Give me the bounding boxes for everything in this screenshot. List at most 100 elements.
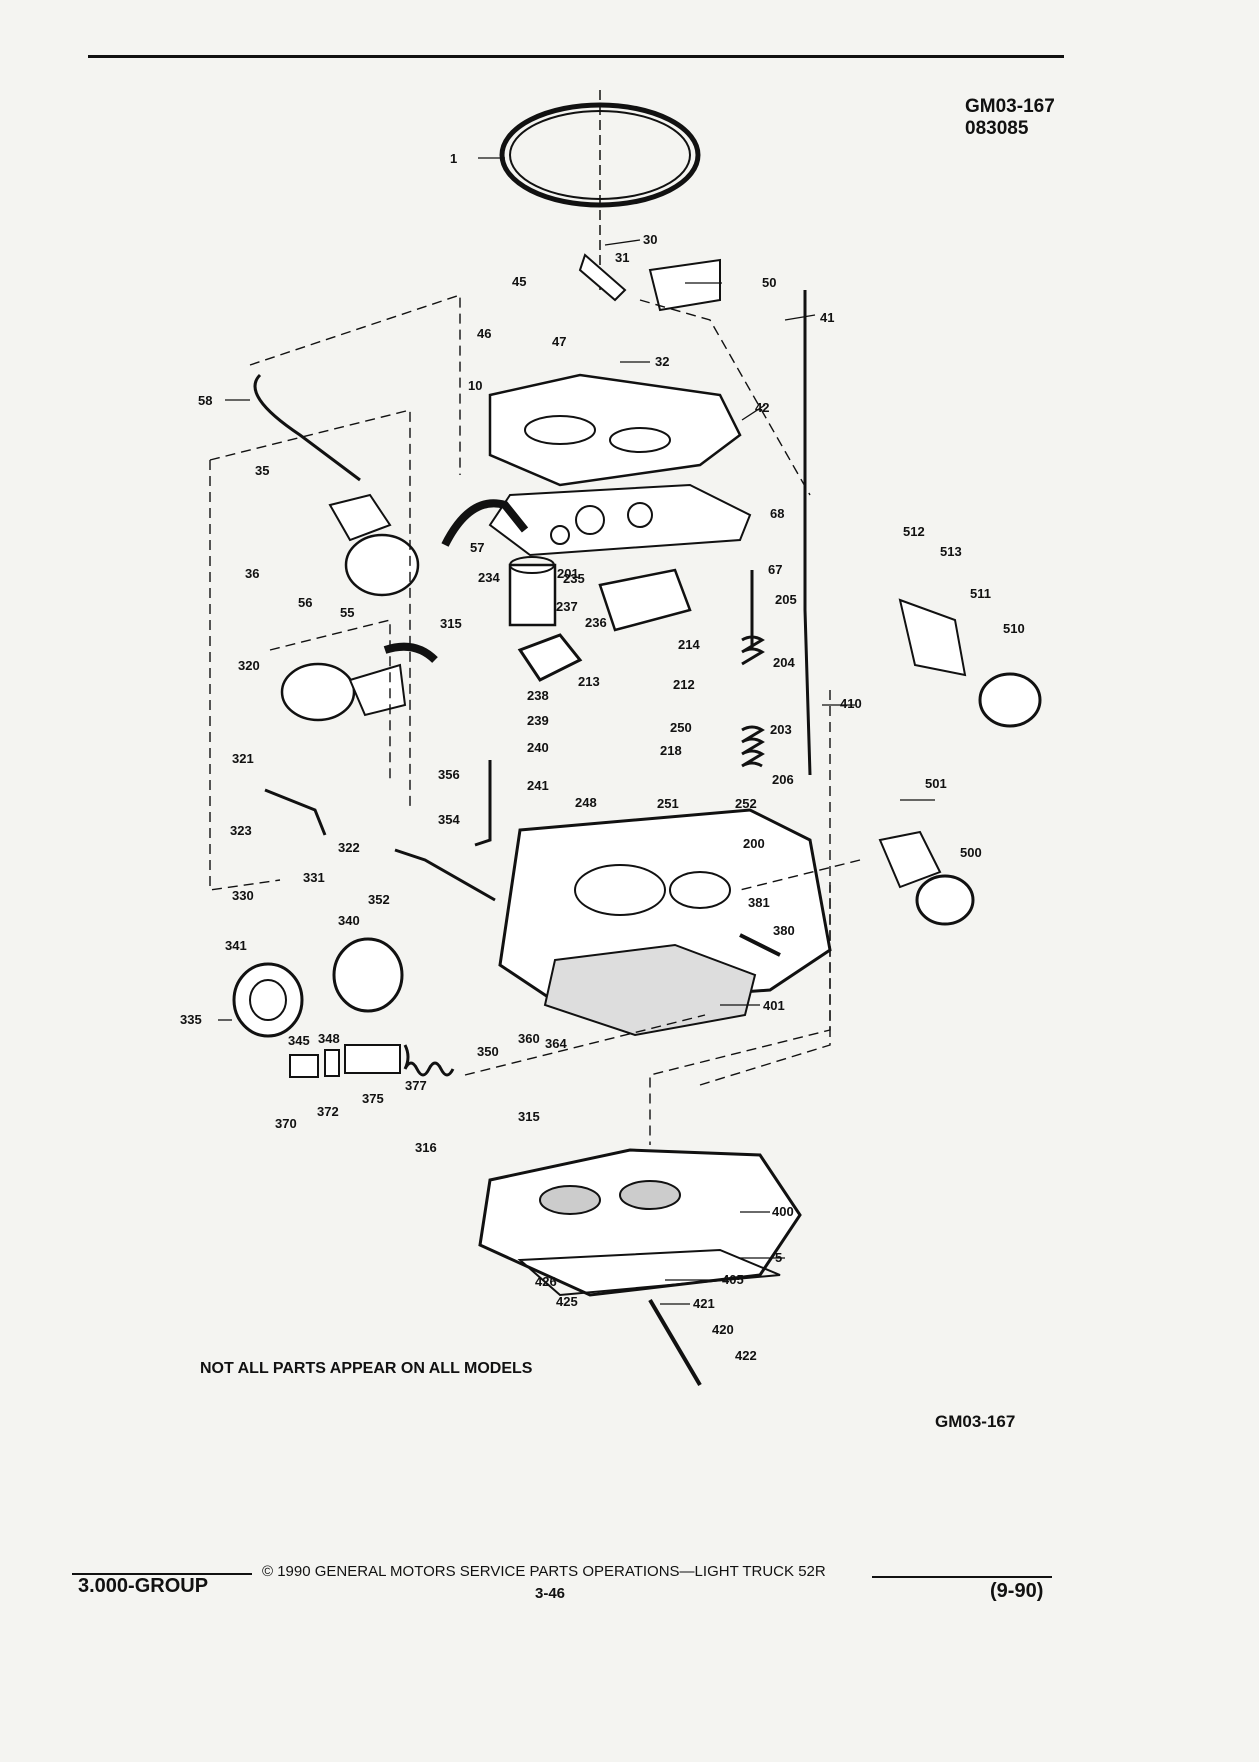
part-label: 239	[527, 713, 549, 728]
part-label: 250	[670, 720, 692, 735]
top-rule	[88, 55, 1064, 58]
part-label: 67	[768, 562, 782, 577]
figure-date: 083085	[965, 118, 1029, 139]
part-label: 320	[238, 658, 260, 673]
part-label: 236	[585, 615, 607, 630]
part-label: 251	[657, 796, 679, 811]
choke-housing-340	[332, 937, 404, 1013]
part-label: 322	[338, 840, 360, 855]
gasket-201	[488, 483, 752, 557]
part-label: 55	[340, 605, 354, 620]
part-label: 335	[180, 1012, 202, 1027]
part-label: 46	[477, 326, 491, 341]
part-label: 364	[545, 1036, 567, 1051]
part-label: 252	[735, 796, 757, 811]
part-label: 356	[438, 767, 460, 782]
part-label: 380	[773, 923, 795, 938]
part-label: 350	[477, 1044, 499, 1059]
part-label: 45	[512, 274, 526, 289]
part-label: 35	[255, 463, 269, 478]
part-label: 321	[232, 751, 254, 766]
part-label: 234	[478, 570, 500, 585]
part-label: 510	[1003, 621, 1025, 636]
part-label: 5	[775, 1250, 782, 1265]
part-label: 348	[318, 1031, 340, 1046]
figure-code: GM03-167	[965, 96, 1055, 117]
part-label: 42	[755, 400, 769, 415]
part-label: 512	[903, 524, 925, 539]
part-label: 400	[772, 1204, 794, 1219]
part-label: 331	[303, 870, 325, 885]
part-label: 315	[518, 1109, 540, 1124]
part-label: 32	[655, 354, 669, 369]
part-label: 248	[575, 795, 597, 810]
part-label: 421	[693, 1296, 715, 1311]
part-label: 513	[940, 544, 962, 559]
copyright-line: © 1990 GENERAL MOTORS SERVICE PARTS OPER…	[262, 1563, 826, 1580]
part-label: 212	[673, 677, 695, 692]
part-label: 213	[578, 674, 600, 689]
part-label: 218	[660, 743, 682, 758]
part-label: 200	[743, 836, 765, 851]
footer-rule-left	[72, 1573, 252, 1575]
figure-code-bottom: GM03-167	[935, 1412, 1016, 1431]
page-number: 3-46	[535, 1585, 566, 1602]
part-label: 203	[770, 722, 792, 737]
part-label: 501	[925, 776, 947, 791]
part-label: 36	[245, 566, 259, 581]
part-label: 41	[820, 310, 834, 325]
part-label: 315	[440, 616, 462, 631]
part-label: 57	[470, 540, 484, 555]
part-label: 316	[415, 1140, 437, 1155]
part-label: 340	[338, 913, 360, 928]
part-label: 372	[317, 1104, 339, 1119]
part-label: 205	[775, 592, 797, 607]
part-label: 201	[557, 566, 579, 581]
part-label: 330	[232, 888, 254, 903]
part-label: 235	[563, 571, 585, 586]
part-label: 354	[438, 812, 460, 827]
bracket-50	[648, 258, 721, 312]
part-label: 420	[712, 1322, 734, 1337]
part-label: 425	[556, 1294, 578, 1309]
solenoid-510	[978, 672, 1042, 728]
part-label: 50	[762, 275, 776, 290]
part-label: 30	[643, 232, 657, 247]
part-label: 10	[468, 378, 482, 393]
part-label: 401	[763, 998, 785, 1013]
part-label: 370	[275, 1116, 297, 1131]
part-label: 240	[527, 740, 549, 755]
part-label: 410	[840, 696, 862, 711]
part-label: 323	[230, 823, 252, 838]
part-label: 204	[773, 655, 795, 670]
part-label: 422	[735, 1348, 757, 1363]
footer-rule-right	[872, 1576, 1052, 1578]
solenoid-500	[915, 874, 975, 926]
part-label: 31	[615, 250, 629, 265]
part-label: 405	[722, 1272, 744, 1287]
part-label: 241	[527, 778, 549, 793]
part-label: 500	[960, 845, 982, 860]
part-label: 58	[198, 393, 212, 408]
part-label: 68	[770, 506, 784, 521]
part-label: 1	[450, 151, 457, 166]
revision-date: (9-90)	[990, 1580, 1044, 1602]
part-label: 237	[556, 599, 578, 614]
group-number: 3.000-GROUP	[78, 1575, 209, 1597]
choke-housing-335	[232, 962, 304, 1038]
part-label: 345	[288, 1033, 310, 1048]
gasket-401	[543, 943, 757, 1037]
part-label: 511	[970, 586, 991, 601]
part-label: 360	[518, 1031, 540, 1046]
part-label: 214	[678, 637, 700, 652]
part-label: 381	[748, 895, 770, 910]
models-note: NOT ALL PARTS APPEAR ON ALL MODELS	[200, 1360, 533, 1377]
part-label: 377	[405, 1078, 427, 1093]
part-label: 352	[368, 892, 390, 907]
part-label: 426	[535, 1274, 557, 1289]
part-label: 375	[362, 1091, 384, 1106]
choke-lever-31	[578, 253, 627, 302]
